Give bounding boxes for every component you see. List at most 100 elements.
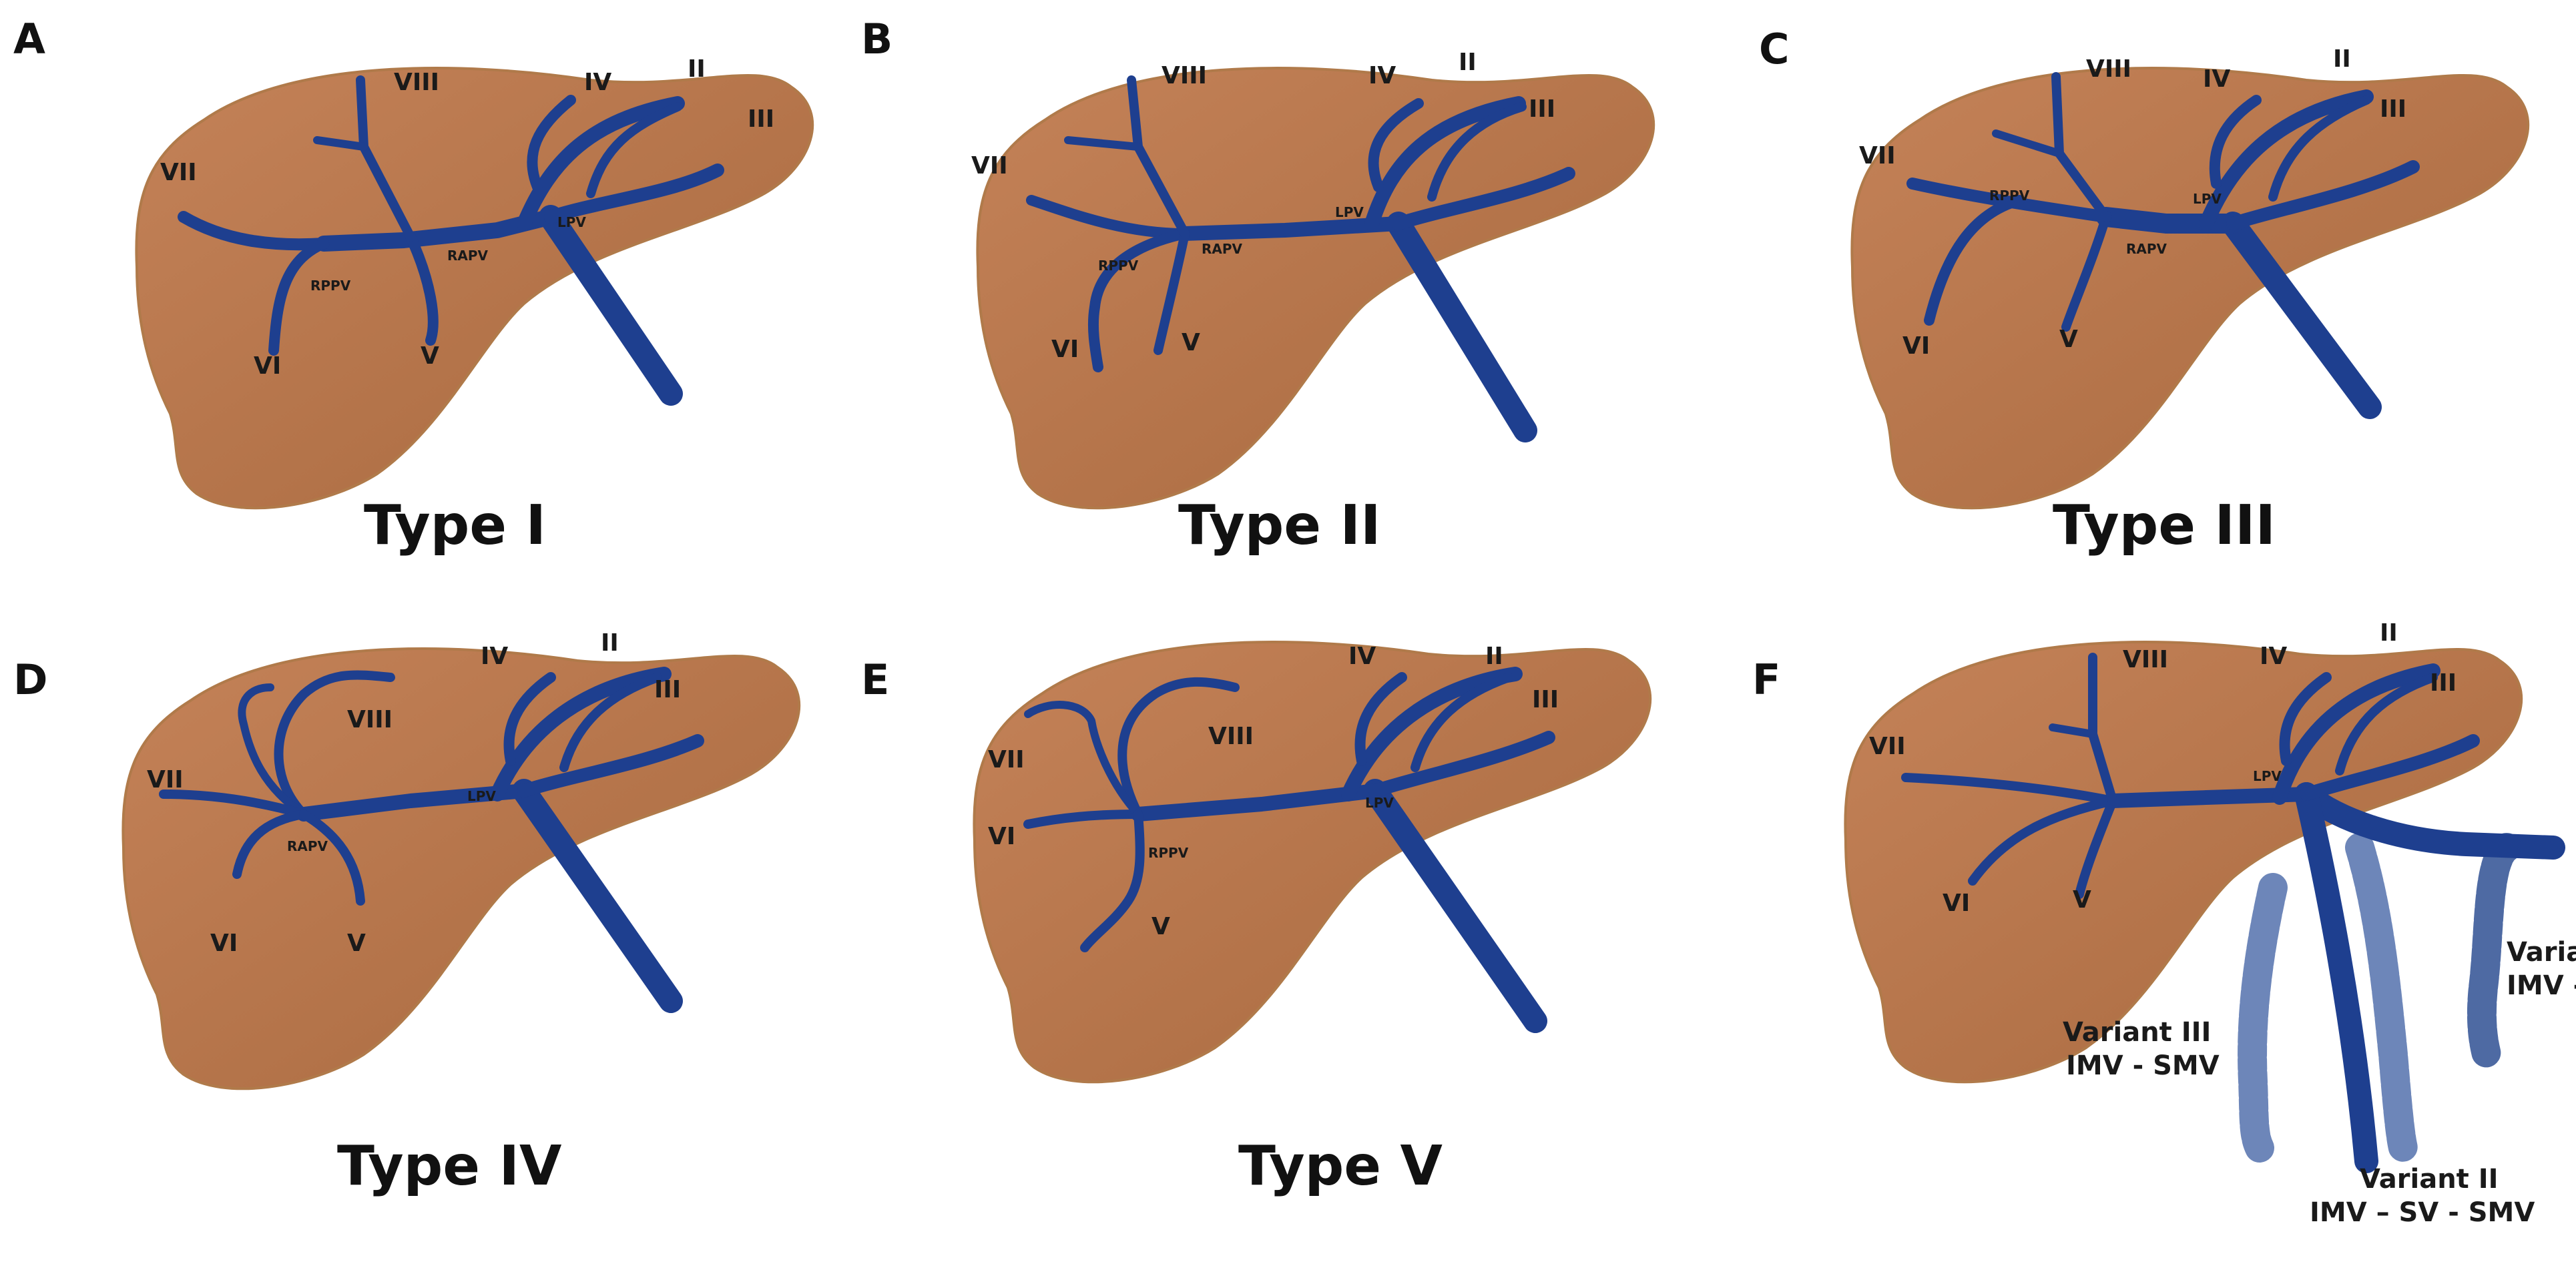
segment-iii-label: III xyxy=(1532,686,1559,713)
segment-v-label: V xyxy=(2073,886,2091,914)
segment-vii-branch xyxy=(1901,773,2117,806)
segment-viii-fork xyxy=(1064,136,1142,151)
segment-iii-branch xyxy=(1392,167,1575,230)
variant-iii-route: IMV - SMV xyxy=(2066,1050,2220,1081)
type-label-d: Type IV xyxy=(337,1135,562,1198)
segment-vii-label: VII xyxy=(971,152,1008,180)
segment-iv-branch xyxy=(2209,95,2262,189)
segment-vi-label: VI xyxy=(1902,332,1930,360)
panel-b: VIII IV II III VII VI V LPV RAPV RPPV xyxy=(971,49,1655,510)
segment-iii-branch xyxy=(2226,160,2420,230)
rppv-label: RPPV xyxy=(310,278,351,294)
liver-shape xyxy=(1850,67,2530,510)
main-portal-vein xyxy=(539,205,683,406)
variant-iii-vein xyxy=(2238,873,2288,1163)
segment-viii-label: VIII xyxy=(347,706,393,733)
segment-viii-label: VIII xyxy=(1208,723,1254,750)
liver-shape xyxy=(121,647,801,1090)
segment-ii-branch xyxy=(2268,95,2371,202)
panel-f: VIII IV II III VII VI V LPV Variant I IM… xyxy=(1844,619,2576,1228)
variant-ii-route: IMV – SV - SMV xyxy=(2310,1197,2535,1228)
portal-vein-tree xyxy=(1023,667,1555,1033)
panel-c: VIII IV II III VII VI V LPV RAPV RPPV xyxy=(1850,45,2530,510)
lpv-label: LPV xyxy=(2193,191,2222,207)
segment-ii-branch xyxy=(559,673,662,772)
lpv-label: LPV xyxy=(1365,795,1394,811)
segment-vii-label: VII xyxy=(1859,142,1896,170)
panel-letter-a: A xyxy=(13,15,45,63)
panel-letter-d: D xyxy=(13,655,47,704)
right-anterior-hook xyxy=(238,683,308,818)
segment-ii-branch xyxy=(2335,673,2438,775)
main-portal-vein xyxy=(2221,212,2382,419)
segment-vii-label: VII xyxy=(988,746,1025,773)
segment-vi-branch xyxy=(1968,796,2117,886)
right-posterior-branch xyxy=(178,211,330,251)
segment-iv-label: IV xyxy=(2203,65,2230,93)
lpv-label: LPV xyxy=(1335,204,1364,220)
lpv-label: LPV xyxy=(557,214,586,230)
lpv-branch xyxy=(517,96,685,231)
segment-ii-label: II xyxy=(601,629,619,657)
rapv-label: RAPV xyxy=(2126,241,2167,257)
main-portal-vein xyxy=(1363,779,1547,1033)
segment-iv-label: IV xyxy=(1368,62,1396,89)
panel-e: VIII IV II III VII VI V LPV RPPV xyxy=(973,641,1652,1084)
segment-v-branch xyxy=(2061,212,2111,332)
segment-iv-branch xyxy=(1368,98,1424,192)
segment-vii-label: VII xyxy=(1869,733,1906,760)
segment-iv-branch xyxy=(527,95,576,192)
segment-v-label: V xyxy=(347,930,366,957)
segment-vi-label: VI xyxy=(254,352,281,380)
segment-viii-fork xyxy=(2049,723,2097,738)
segment-v-label: V xyxy=(1151,913,1170,940)
panel-a: VIII IV II III VII VI V LPV RAPV RPPV xyxy=(135,55,814,510)
lpv-branch xyxy=(1341,667,1523,802)
segment-iv-label: IV xyxy=(481,643,508,670)
segment-ii-label: II xyxy=(1459,49,1477,76)
segment-vi-branch xyxy=(1023,810,1143,829)
segment-v-branch xyxy=(1153,229,1190,355)
rppv-branch xyxy=(1080,810,1145,952)
variant-veins xyxy=(2238,833,2521,1163)
segment-vi-branch xyxy=(1924,195,2025,326)
segment-ii-label: II xyxy=(1485,643,1503,670)
segment-ii-branch xyxy=(586,102,682,198)
segment-iii-label: III xyxy=(1529,95,1555,123)
right-anterior-loop xyxy=(274,670,395,819)
variant-ii-vein xyxy=(2345,833,2418,1163)
segment-viii-label: VIII xyxy=(394,69,439,96)
segment-iii-label: III xyxy=(654,676,681,703)
segment-vi-branch xyxy=(232,810,308,879)
segment-viii-label: VIII xyxy=(2123,646,2168,673)
segment-vii-label: VII xyxy=(147,766,184,793)
variant-ii-name: Variant II xyxy=(2360,1164,2498,1195)
segment-v-branch xyxy=(405,232,439,346)
segment-v-label: V xyxy=(2059,326,2078,353)
segment-iv-branch xyxy=(2279,672,2332,766)
variant-i-vein xyxy=(2467,833,2521,1069)
trunk xyxy=(1178,216,1406,241)
rppv-label: RPPV xyxy=(1148,845,1189,861)
segment-iii-branch xyxy=(517,734,704,798)
segment-vii-branch xyxy=(159,789,308,819)
segment-iii-label: III xyxy=(2380,95,2406,123)
type-label-c: Type III xyxy=(2053,494,2276,557)
panel-letter-c: C xyxy=(1759,25,1790,73)
panel-d: VIII IV II III VII VI V LPV RAPV xyxy=(121,629,801,1090)
lpv-branch xyxy=(490,667,672,802)
segment-viii-fork xyxy=(313,136,368,151)
rapv-label: RAPV xyxy=(287,838,328,854)
segment-iii-branch xyxy=(544,164,724,224)
segment-iii-label: III xyxy=(748,105,774,133)
segment-iv-label: IV xyxy=(584,69,611,96)
lpv-label: LPV xyxy=(467,788,496,804)
segment-iii-label: III xyxy=(2430,669,2457,697)
segment-vi-label: VI xyxy=(1051,336,1079,363)
segment-vii-label: VII xyxy=(160,159,197,186)
portal-vein-tree xyxy=(1901,653,2565,1173)
segment-ii-label: II xyxy=(2333,45,2351,73)
rppv-label: RPPV xyxy=(1098,258,1139,274)
portal-vein-tree xyxy=(159,667,704,1013)
segment-iv-branch xyxy=(1354,672,1407,766)
